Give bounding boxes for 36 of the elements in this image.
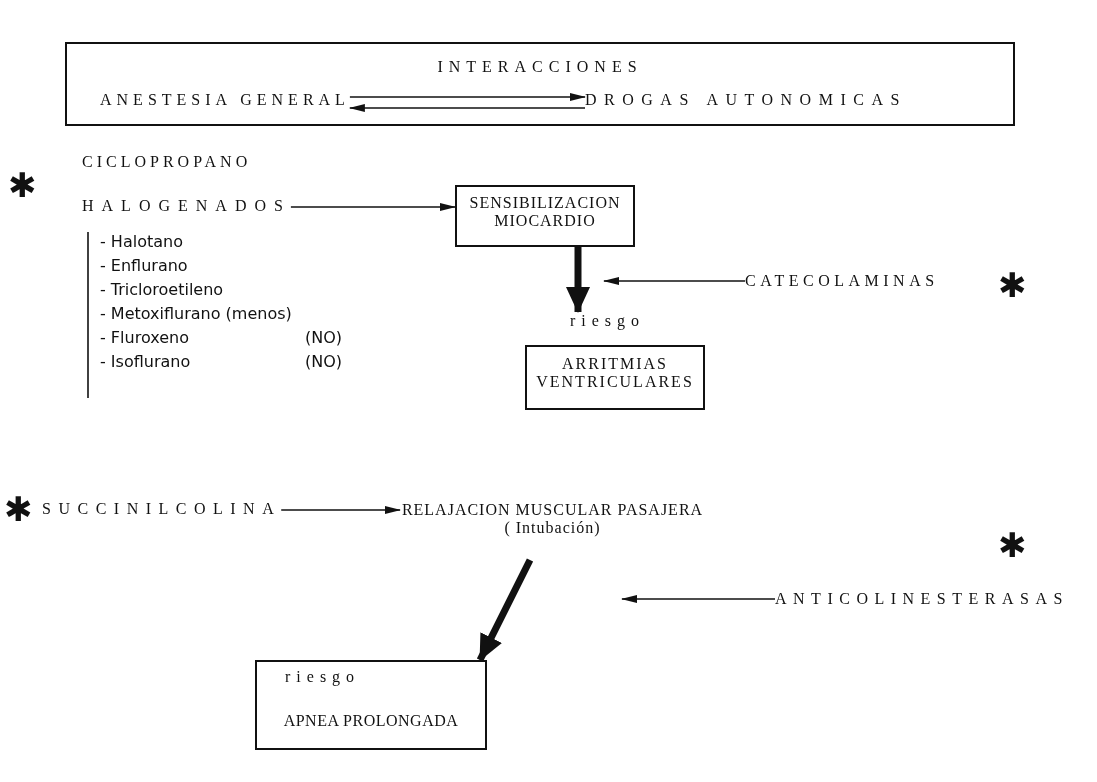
arrow — [603, 277, 746, 285]
label-text: HALOGENADOS — [82, 196, 291, 216]
label-text: SUCCINILCOLINA — [42, 499, 282, 519]
label-text: - Metoxiflurano (menos) — [100, 304, 292, 323]
label-text: RELAJACION MUSCULAR PASAJERA ( Intubación) — [400, 498, 705, 560]
asterisk-mark: ✱ — [4, 492, 33, 526]
box-text: APNEA PROLONGADA — [282, 712, 460, 730]
arrow — [349, 93, 586, 101]
label-text: (NO) — [305, 328, 343, 347]
arrow — [280, 506, 401, 514]
box-text: ARRITMIAS VENTRICULARES — [535, 355, 695, 391]
note-text: riesgo — [568, 312, 647, 330]
arrow — [476, 558, 534, 662]
box-text: SENSIBILIZACION MIOCARDIO — [468, 194, 622, 230]
asterisk-mark: ✱ — [8, 168, 37, 202]
label-text: - Halotano — [100, 232, 183, 251]
label-text: CICLOPROPANO — [82, 153, 252, 171]
label-text: (NO) — [305, 352, 343, 371]
label-text: ANTICOLINESTERASAS — [775, 589, 1069, 609]
heading: INTERACCIONES — [436, 58, 644, 76]
label-text: - Tricloroetileno — [100, 280, 224, 299]
label-text: CATECOLAMINAS — [745, 271, 939, 291]
box-text: riesgo — [285, 668, 361, 686]
asterisk-mark: ✱ — [998, 268, 1027, 302]
label-text: - Isoflurano — [100, 352, 191, 371]
arrow — [290, 203, 456, 211]
label-text: ANESTESIA GENERAL — [100, 90, 350, 110]
label-text: DROGAS AUTONOMICAS — [585, 90, 907, 110]
box — [455, 185, 635, 247]
arrow — [621, 595, 776, 603]
label-text: - Enflurano — [100, 256, 188, 275]
label-text: - Fluroxeno — [100, 328, 189, 347]
box — [65, 42, 1015, 126]
arrow — [348, 104, 586, 112]
box — [255, 660, 487, 750]
asterisk-mark: ✱ — [998, 528, 1027, 562]
